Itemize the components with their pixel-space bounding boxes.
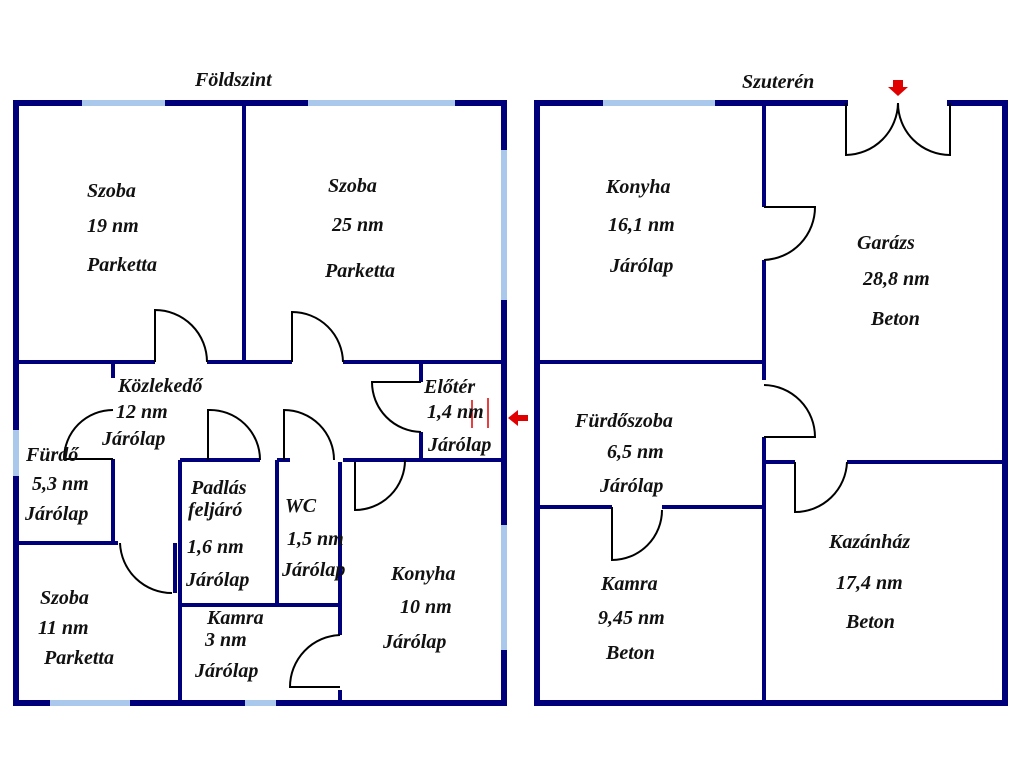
room-area: 25 nm <box>331 214 384 236</box>
room-floor: Parketta <box>324 260 395 282</box>
room-floor: Parketta <box>43 647 114 669</box>
basement-walls <box>534 100 1008 706</box>
room-floor: Beton <box>845 611 895 633</box>
floor-title-szuteren: Szuterén <box>742 71 814 93</box>
room-floor: Járólap <box>185 569 249 591</box>
room-area: 1,5 nm <box>287 528 344 550</box>
room-area: 10 nm <box>400 596 452 618</box>
room-floor: Beton <box>605 642 655 664</box>
ground-floor-walls <box>13 100 507 706</box>
ground-floor-doors <box>62 308 422 688</box>
room-floor: Járólap <box>599 475 663 497</box>
basement-doors <box>611 102 951 562</box>
room-area: 3 nm <box>204 629 247 651</box>
room-floor: Járólap <box>427 434 491 456</box>
room-name: Közlekedő <box>117 375 204 397</box>
room-area: 28,8 nm <box>862 268 930 290</box>
room-area: 5,3 nm <box>32 473 89 495</box>
floor-title-foldszint: Földszint <box>194 69 273 91</box>
entrance-arrow-garage <box>888 80 908 96</box>
ground-floor-labels: Szoba 19 nm Parketta Szoba 25 nm Parkett… <box>24 175 491 682</box>
room-floor: Járólap <box>281 559 345 581</box>
room-area: 17,4 nm <box>836 572 903 594</box>
room-name: Kazánház <box>828 531 910 553</box>
room-floor: Parketta <box>86 254 157 276</box>
room-name: Szoba <box>40 587 89 609</box>
room-area: 12 nm <box>116 401 168 423</box>
room-area: 9,45 nm <box>598 607 665 629</box>
room-floor: Járólap <box>609 255 673 277</box>
room-area: 1,6 nm <box>187 536 244 558</box>
room-area: 1,4 nm <box>427 401 484 423</box>
basement-labels: Konyha 16,1 nm Járólap Garázs 28,8 nm Be… <box>574 176 930 664</box>
room-floor: Beton <box>870 308 920 330</box>
room-area: 16,1 nm <box>608 214 675 236</box>
room-area: 19 nm <box>87 215 139 237</box>
room-name: Konyha <box>605 176 670 198</box>
room-floor: Járólap <box>24 503 88 525</box>
room-name: Fürdő <box>25 444 80 466</box>
room-area: 6,5 nm <box>607 441 664 463</box>
room-name: Garázs <box>857 232 915 254</box>
room-floor: Járólap <box>382 631 446 653</box>
room-name: Padlás <box>190 477 247 499</box>
room-name: Szoba <box>87 180 136 202</box>
room-floor: Járólap <box>194 660 258 682</box>
room-name: Fürdőszoba <box>574 410 673 432</box>
room-name: Szoba <box>328 175 377 197</box>
entrance-arrow-ground <box>471 398 528 428</box>
room-name: Konyha <box>390 563 455 585</box>
room-name: feljáró <box>188 499 242 521</box>
room-name: WC <box>285 495 317 517</box>
room-name: Kamra <box>600 573 658 595</box>
room-name: Előtér <box>423 376 475 398</box>
room-name: Kamra <box>206 607 264 629</box>
room-area: 11 nm <box>38 617 89 639</box>
room-floor: Járólap <box>101 428 165 450</box>
